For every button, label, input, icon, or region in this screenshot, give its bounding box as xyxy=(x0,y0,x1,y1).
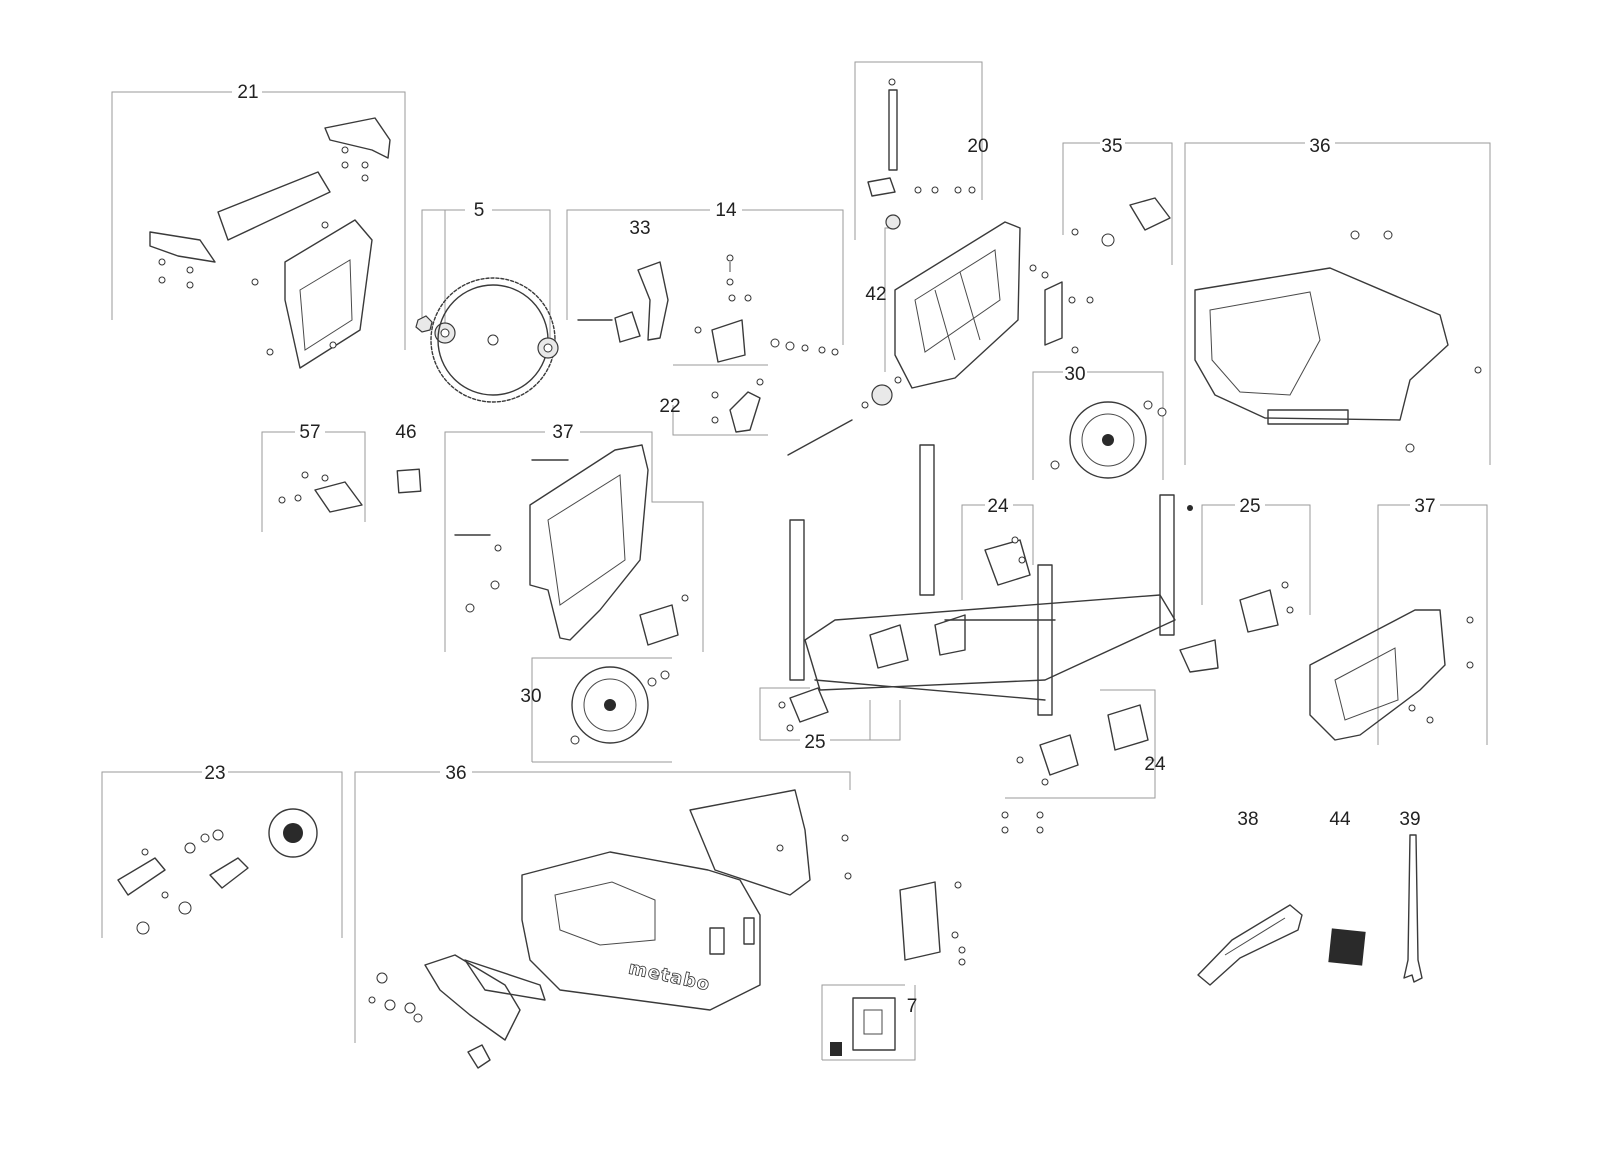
callout-57: 57 xyxy=(299,422,320,443)
callout-35: 35 xyxy=(1101,136,1122,157)
part-36-table-top xyxy=(1194,230,1482,453)
part-44-documentation xyxy=(1328,928,1366,966)
part-38-push-stick xyxy=(1197,904,1303,986)
callout-42: 42 xyxy=(865,284,886,305)
callout-20: 20 xyxy=(967,136,988,157)
part-23-handwheel xyxy=(117,808,318,935)
part-20-shaft xyxy=(867,78,976,197)
part-7-switch-plate xyxy=(830,997,896,1056)
callout-33: 33 xyxy=(629,218,650,239)
part-39-wrench xyxy=(1403,834,1423,983)
callout-38: 38 xyxy=(1237,809,1258,830)
part-37-side-panel-left xyxy=(454,444,689,646)
callout-14: 14 xyxy=(715,200,737,221)
part-36-table-insert: metabo xyxy=(368,789,852,1069)
part-30-wheel-lower xyxy=(570,666,670,745)
callout-labels: 21 5 14 33 20 35 36 42 22 30 57 46 37 24… xyxy=(204,82,1435,1017)
callout-37-right: 37 xyxy=(1414,496,1435,517)
part-30-wheel-top xyxy=(1050,400,1167,479)
callout-36-lower: 36 xyxy=(445,763,466,784)
callout-5: 5 xyxy=(474,200,485,221)
part-24-support-frame xyxy=(869,614,966,669)
part-24-support-lower xyxy=(1001,704,1149,834)
callout-22: 22 xyxy=(659,396,680,417)
part-46-label xyxy=(396,468,422,494)
callout-24-lower: 24 xyxy=(1144,754,1166,775)
callout-30-lower: 30 xyxy=(520,686,541,707)
part-37-side-panel-right xyxy=(1309,609,1474,741)
part-14-riving-knife-holder xyxy=(577,254,839,363)
callout-44: 44 xyxy=(1329,809,1351,830)
part-switch-box xyxy=(899,881,966,966)
callout-39: 39 xyxy=(1399,809,1420,830)
group-brackets xyxy=(101,61,1491,1061)
callout-24-center: 24 xyxy=(987,496,1009,517)
part-motor-housing xyxy=(894,221,1049,389)
part-stand-frame xyxy=(789,444,1193,716)
callout-37-left: 37 xyxy=(552,422,573,443)
callout-23: 23 xyxy=(204,763,225,784)
callout-36-top: 36 xyxy=(1309,136,1330,157)
part-25-foot-lower xyxy=(778,687,829,732)
metabo-logo-text: metabo xyxy=(627,958,713,996)
callout-25-lower: 25 xyxy=(804,732,825,753)
callout-30-top: 30 xyxy=(1064,364,1085,385)
part-22-lever xyxy=(711,378,764,433)
part-42-gear xyxy=(787,214,902,456)
callout-25-right: 25 xyxy=(1239,496,1260,517)
part-57-cover xyxy=(278,471,363,513)
part-25-foot-right xyxy=(1179,581,1294,673)
part-21-blade-guard xyxy=(149,117,391,369)
callout-21: 21 xyxy=(237,82,258,103)
callout-7: 7 xyxy=(907,996,918,1017)
part-5-saw-blade xyxy=(415,277,559,403)
part-35-dust-port xyxy=(1044,197,1171,354)
callout-46: 46 xyxy=(395,422,416,443)
part-24-support-center xyxy=(984,536,1031,586)
